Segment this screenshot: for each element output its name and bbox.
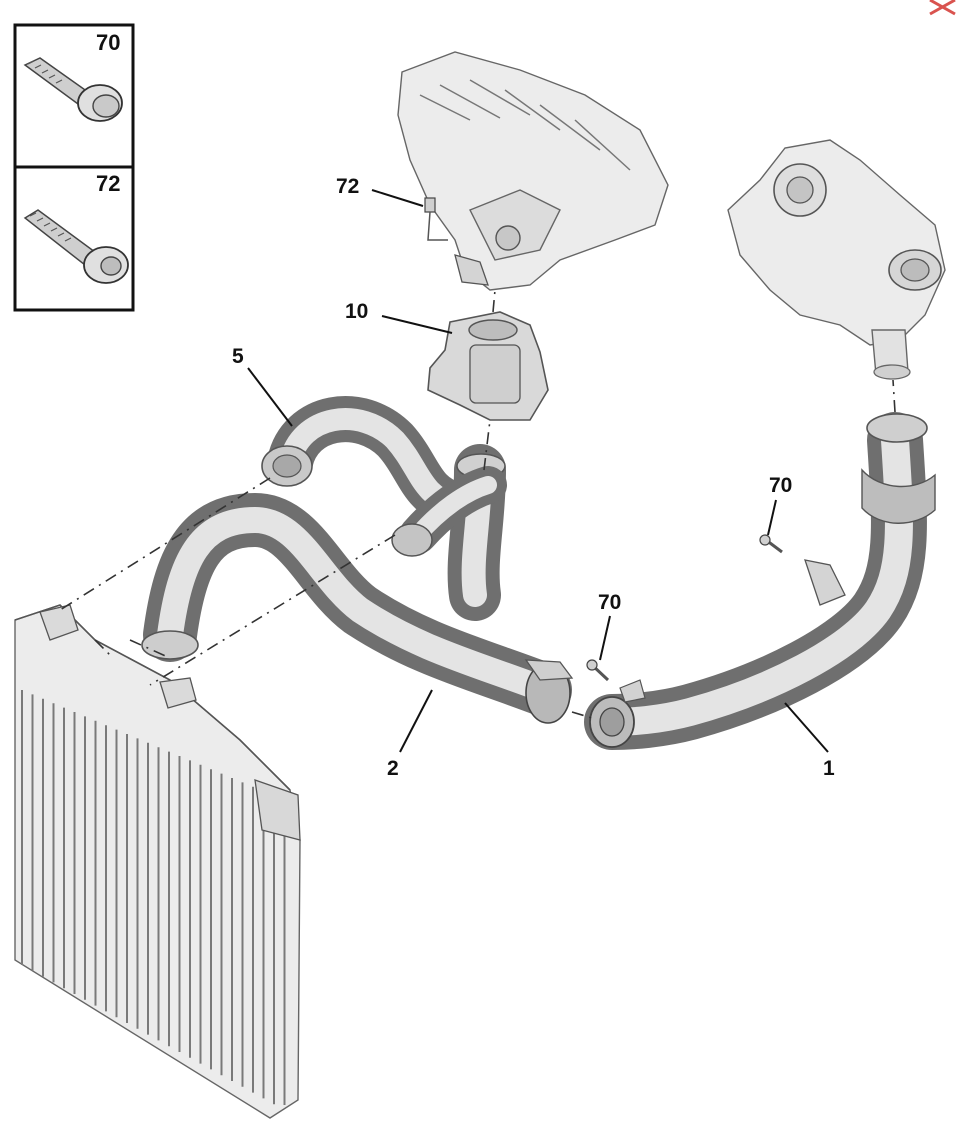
pipe-1	[584, 412, 936, 750]
clip-72	[424, 197, 448, 241]
intercooler-fins	[21, 690, 286, 1105]
callout-72: 72	[336, 175, 359, 198]
callout-10: 10	[345, 300, 368, 323]
callout-2: 2	[387, 757, 399, 780]
leader-lines	[247, 189, 829, 753]
legend-label-70: 70	[96, 30, 120, 55]
assembly-lines	[59, 289, 896, 719]
callout-70-lower: 70	[598, 591, 621, 614]
pipe-5	[261, 396, 478, 528]
legend-label-72: 72	[96, 171, 120, 196]
bolt-70-icon	[23, 57, 123, 122]
callout-1: 1	[823, 757, 835, 780]
close-icon[interactable]	[929, 0, 956, 16]
callout-70-upper: 70	[769, 474, 792, 497]
throttle-elbow	[391, 444, 507, 621]
bolt-70-lower	[586, 659, 610, 682]
callout-5: 5	[232, 345, 244, 368]
turbocharger	[727, 139, 946, 380]
intake-manifold	[397, 51, 669, 291]
bolt-72-icon	[23, 209, 129, 284]
fastener-legend: 70 72	[13, 23, 135, 312]
throttle-body-10	[427, 311, 549, 421]
pipe-2	[141, 493, 574, 724]
bolt-70-upper	[759, 534, 783, 554]
intercooler	[14, 604, 301, 1119]
